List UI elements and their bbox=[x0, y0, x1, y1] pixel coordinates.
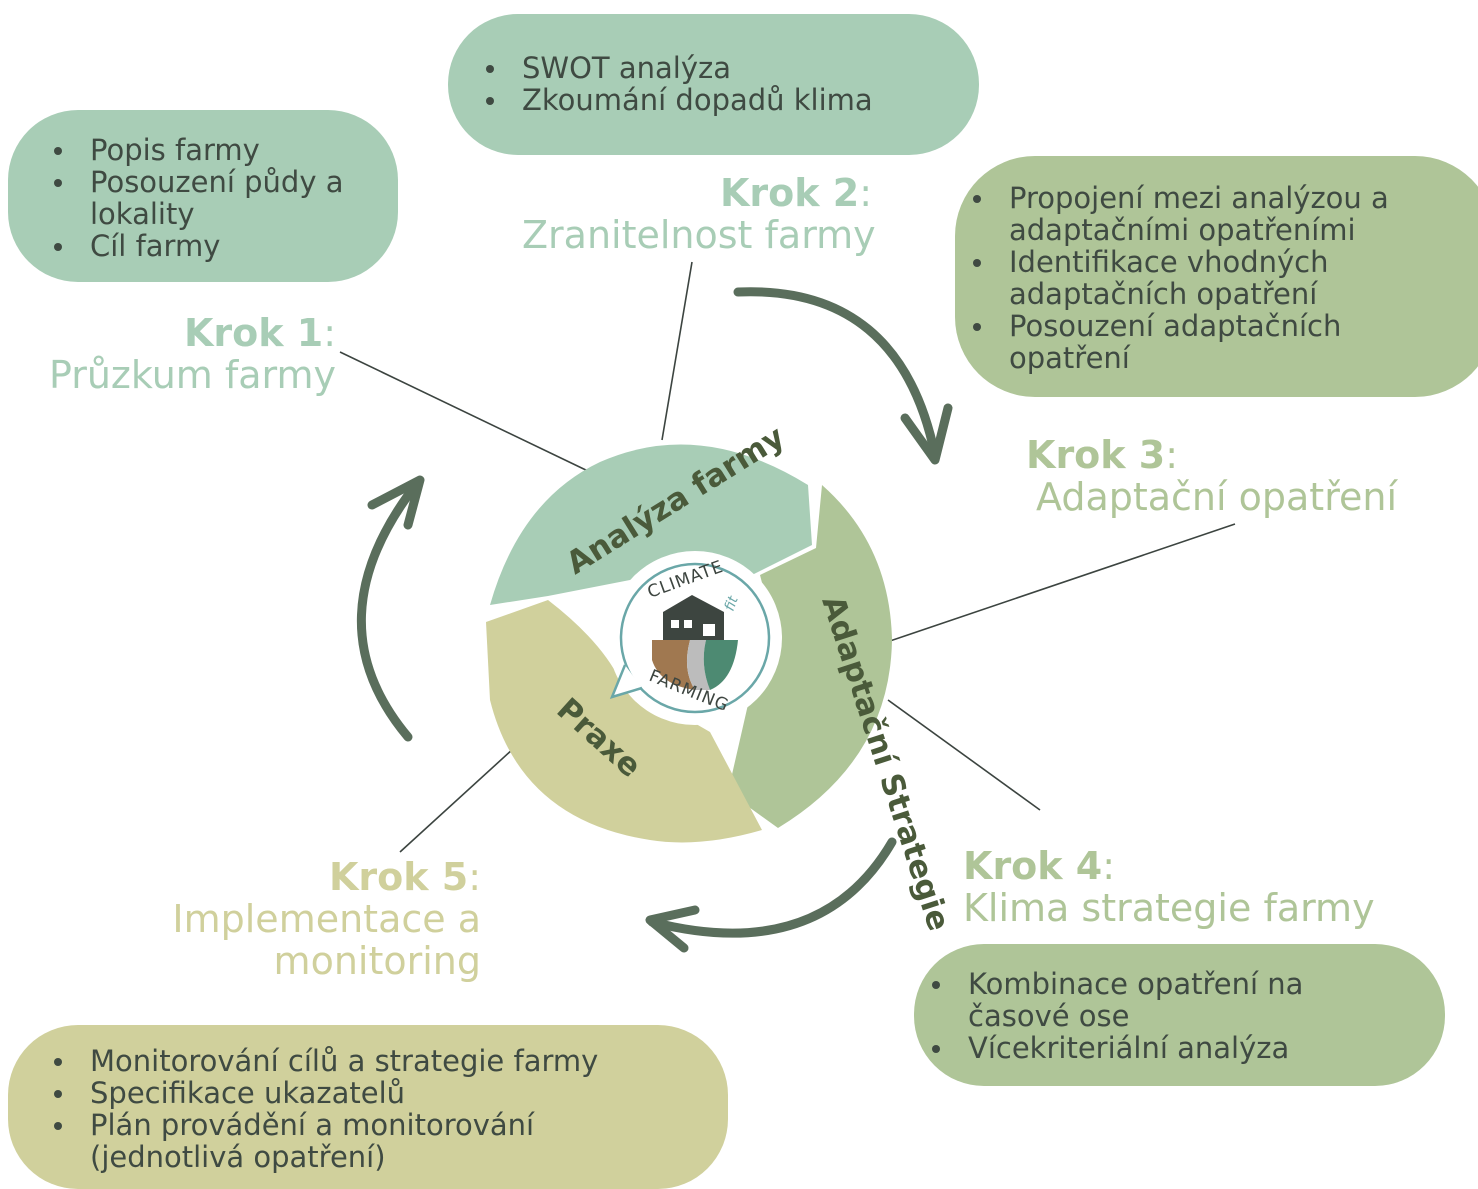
step-label: Krok 3 bbox=[1026, 433, 1166, 477]
step-title: Adaptační opatření bbox=[1036, 475, 1398, 519]
step4-bullets-box: Kombinace opatření na časové ose Vícekri… bbox=[914, 944, 1445, 1086]
connector-step3 bbox=[886, 523, 1236, 643]
connector-step5 bbox=[399, 737, 526, 853]
bullet-item: Plán provádění a monitorování (jednotliv… bbox=[54, 1109, 610, 1173]
step2-bullets-box: SWOT analýza Zkoumání dopadů klima bbox=[448, 14, 979, 155]
connector-step2 bbox=[661, 261, 693, 441]
step-title: Zranitelnost farmy bbox=[522, 213, 876, 257]
connector-step1 bbox=[339, 351, 591, 473]
step-title: Průzkum farmy bbox=[48, 353, 336, 397]
step2-heading: Krok 2: Zranitelnost farmy bbox=[522, 171, 876, 257]
step5-heading: Krok 5: Implementace a monitoring bbox=[172, 855, 481, 983]
bullet-item: Zkoumání dopadů klima bbox=[486, 84, 979, 116]
step-label: Krok 4 bbox=[963, 844, 1103, 888]
bullet-item: Specifikace ukazatelů bbox=[54, 1077, 610, 1109]
segment-practice bbox=[486, 600, 762, 843]
soil-icon bbox=[652, 640, 695, 690]
step1-bullets-box: Popis farmy Posouzení půdy a lokality Cí… bbox=[8, 110, 398, 282]
step4-heading: Krok 4: Klima strategie farmy bbox=[963, 844, 1375, 930]
segment-strategy bbox=[728, 485, 892, 828]
field-icon bbox=[703, 640, 738, 690]
arrow-step2-to-3 bbox=[733, 287, 953, 465]
climate-farming-logo bbox=[608, 551, 782, 725]
bullet-item: Monitorování cílů a strategie farmy bbox=[54, 1045, 610, 1077]
logo-text-fit: fit bbox=[722, 594, 742, 614]
bullet-item: Vícekriteriální analýza bbox=[932, 1032, 1328, 1064]
bullet-item: Posouzení adaptačních opatření bbox=[973, 310, 1409, 374]
bullet-item: Kombinace opatření na časové ose bbox=[932, 968, 1328, 1032]
step1-heading: Krok 1: Průzkum farmy bbox=[48, 311, 336, 397]
arrow-step4-to-5 bbox=[645, 837, 897, 953]
step3-heading: Krok 3: Adaptační opatření bbox=[1026, 433, 1398, 519]
step-title: Klima strategie farmy bbox=[963, 886, 1375, 930]
step3-bullets-box: Propojení mezi analýzou a adaptačními op… bbox=[955, 156, 1478, 397]
bullet-item: SWOT analýza bbox=[486, 52, 979, 84]
arrow-step5-to-1 bbox=[357, 475, 425, 742]
step-label: Krok 5 bbox=[328, 855, 469, 899]
step-label: Krok 1 bbox=[183, 311, 324, 355]
step-label: Krok 2 bbox=[719, 171, 860, 215]
step-title: Implementace a monitoring bbox=[172, 897, 481, 983]
bullet-item: Identifikace vhodných adaptačních opatře… bbox=[973, 246, 1409, 310]
bullet-item: Popis farmy bbox=[54, 134, 398, 166]
bullet-item: Propojení mezi analýzou a adaptačními op… bbox=[973, 182, 1409, 246]
bullet-item: Posouzení půdy a lokality bbox=[54, 166, 360, 230]
bullet-item: Cíl farmy bbox=[54, 230, 398, 262]
connector-step4 bbox=[887, 699, 1041, 811]
connector-lines bbox=[339, 261, 1236, 853]
step5-bullets-box: Monitorování cílů a strategie farmy Spec… bbox=[8, 1025, 728, 1189]
